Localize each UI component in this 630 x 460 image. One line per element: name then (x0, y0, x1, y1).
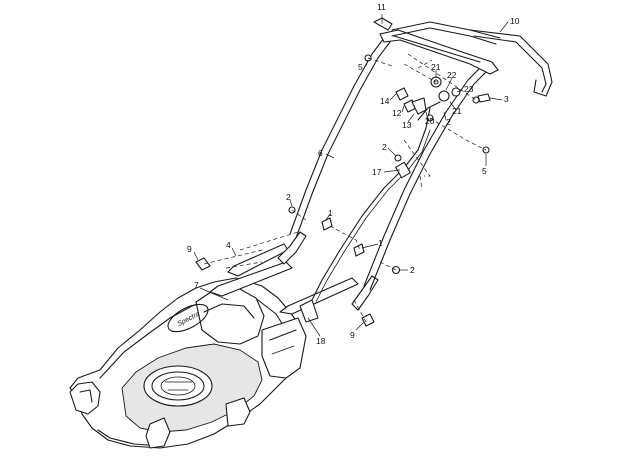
callout-7: 7 (194, 280, 199, 290)
callout-11: 11 (377, 2, 386, 12)
callout-10: 10 (510, 16, 520, 26)
assembly-guides (203, 53, 487, 323)
callout-21: 21 (431, 62, 441, 72)
callout-1: 1 (328, 208, 333, 218)
callout-5: 5 (358, 62, 363, 72)
callout-labels: 11 10 5 21 22 23 3 14 12 21 13 20 2 6 2 … (187, 2, 520, 346)
callout-17: 17 (372, 167, 382, 177)
callout-22: 22 (447, 70, 457, 80)
control-cable (311, 107, 431, 303)
callout-6: 6 (318, 148, 323, 158)
callout-12: 12 (392, 108, 402, 118)
callout-1b: 1 (378, 238, 383, 248)
callout-9b: 9 (350, 330, 355, 340)
callout-23: 23 (464, 84, 474, 94)
callout-2b: 2 (382, 142, 387, 152)
mower-deck: Spectra (69, 277, 307, 449)
callout-14: 14 (380, 96, 390, 106)
callout-3: 3 (504, 94, 509, 104)
hardware (195, 54, 491, 327)
callout-2d: 2 (410, 265, 415, 275)
callout-18: 18 (316, 336, 326, 346)
callout-4: 4 (226, 240, 231, 250)
callout-9: 9 (187, 244, 192, 254)
callout-21b: 21 (452, 106, 462, 116)
handle-tubes (289, 17, 553, 291)
callout-2: 2 (446, 117, 451, 127)
callout-5b: 5 (482, 166, 487, 176)
callout-2c: 2 (286, 192, 291, 202)
leader-lines (193, 14, 509, 337)
callout-20: 20 (425, 116, 435, 126)
callout-13: 13 (402, 120, 412, 130)
